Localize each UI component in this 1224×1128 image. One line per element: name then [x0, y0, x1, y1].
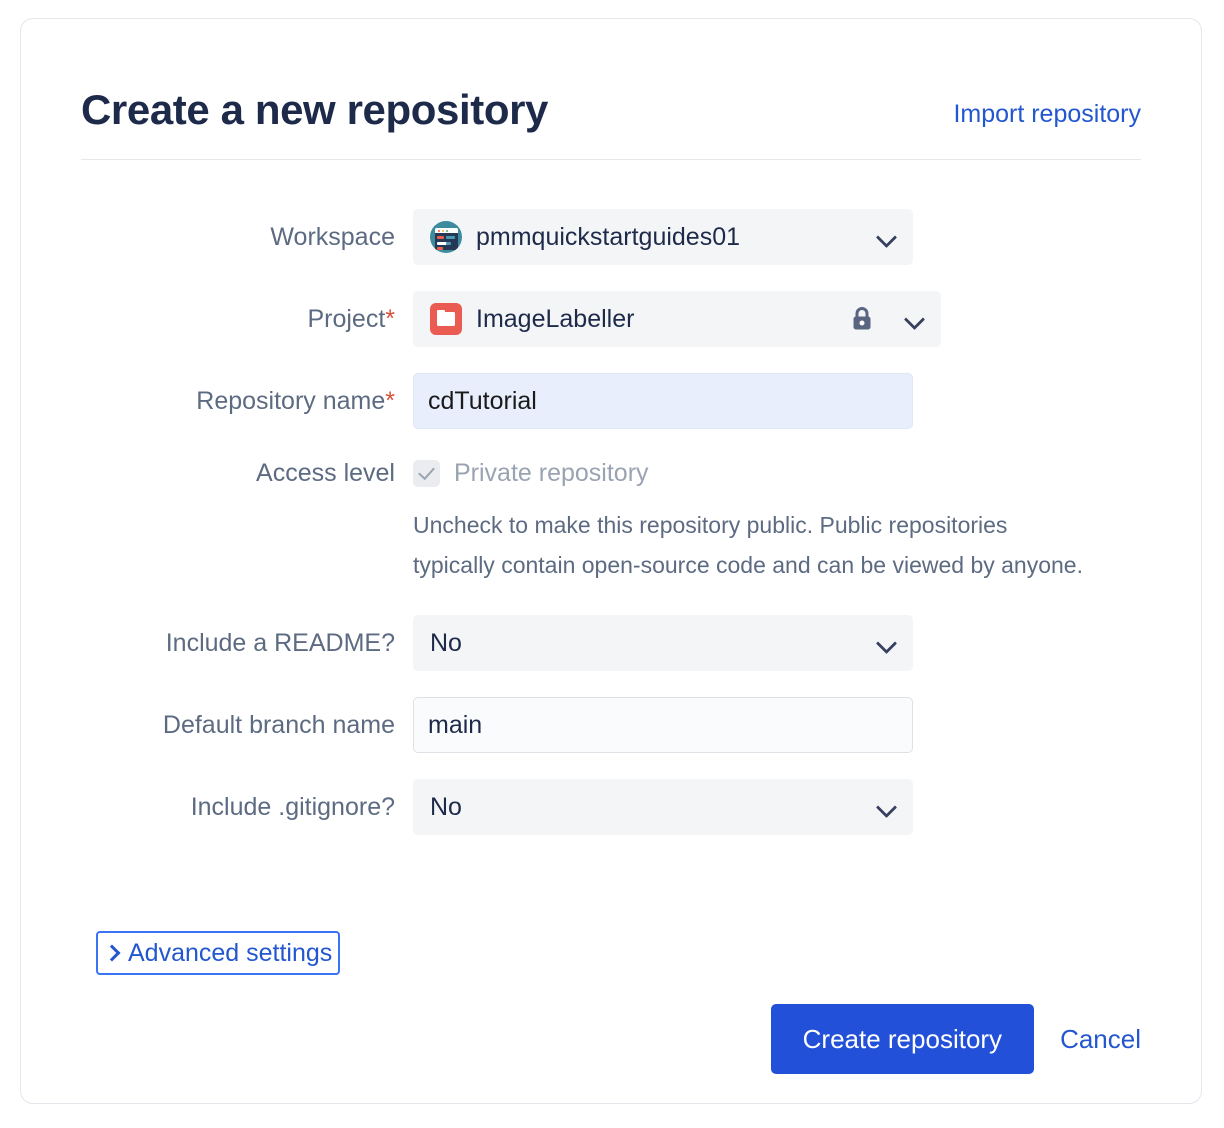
default-branch-name-input[interactable] — [413, 697, 913, 753]
import-repository-link[interactable]: Import repository — [953, 100, 1141, 128]
workspace-value: pmmquickstartguides01 — [476, 223, 741, 251]
repository-name-row: Repository name* — [21, 373, 1201, 429]
access-level-help-text: Uncheck to make this repository public. … — [413, 512, 1083, 578]
folder-icon — [430, 303, 462, 335]
default-branch-name-row: Default branch name — [21, 697, 1201, 753]
cancel-button[interactable]: Cancel — [1060, 1023, 1141, 1054]
repository-name-input[interactable] — [413, 373, 913, 429]
access-level-label: Access level — [256, 459, 395, 487]
project-row: Project* ImageLabeller — [21, 291, 1201, 347]
lock-icon — [848, 304, 876, 334]
include-readme-label: Include a README? — [165, 629, 395, 657]
project-label: Project* — [21, 291, 413, 335]
chevron-down-icon — [876, 632, 898, 654]
project-value: ImageLabeller — [476, 305, 635, 333]
create-repository-button[interactable]: Create repository — [770, 1004, 1035, 1074]
project-field: ImageLabeller — [413, 291, 1201, 347]
project-label-text: Project — [307, 305, 386, 333]
form-actions: Create repository Cancel — [770, 1004, 1141, 1074]
private-repository-label: Private repository — [454, 459, 649, 487]
private-repository-checkbox-row[interactable]: Private repository — [413, 455, 1201, 491]
advanced-settings-label: Advanced settings — [128, 939, 333, 967]
default-branch-name-label: Default branch name — [162, 711, 395, 739]
repository-name-label-text: Repository name — [196, 387, 386, 415]
workspace-avatar-icon — [430, 221, 462, 253]
workspace-label: Workspace — [270, 223, 395, 251]
project-required-marker: * — [385, 305, 395, 333]
chevron-right-icon — [103, 942, 121, 964]
chevron-down-icon — [904, 308, 926, 330]
default-branch-name-field — [413, 697, 1201, 753]
page-title: Create a new repository — [81, 86, 548, 133]
header-divider — [81, 159, 1141, 160]
access-level-row: Access level Private repository Uncheck … — [21, 455, 1201, 585]
access-level-field: Private repository Uncheck to make this … — [413, 455, 1201, 585]
chevron-down-icon — [876, 796, 898, 818]
repository-name-required-marker: * — [385, 387, 395, 415]
repository-name-field — [413, 373, 1201, 429]
workspace-field: pmmquickstartguides01 — [413, 209, 1201, 265]
include-readme-row: Include a README? No — [21, 615, 1201, 671]
repository-name-label: Repository name* — [21, 373, 413, 417]
include-gitignore-value: No — [430, 793, 462, 821]
include-gitignore-field: No — [413, 779, 1201, 835]
project-select[interactable]: ImageLabeller — [413, 291, 941, 347]
chevron-down-icon — [876, 226, 898, 248]
create-repository-card: Create a new repository Import repositor… — [20, 18, 1202, 1104]
advanced-settings-toggle[interactable]: Advanced settings — [96, 931, 341, 975]
workspace-row: Workspace — [21, 209, 1201, 265]
create-repository-form: Workspace — [21, 209, 1201, 835]
card-header: Create a new repository Import repositor… — [81, 81, 1141, 159]
include-readme-select[interactable]: No — [413, 615, 913, 671]
check-icon[interactable] — [413, 459, 440, 487]
include-gitignore-row: Include .gitignore? No — [21, 779, 1201, 835]
include-readme-value: No — [430, 629, 462, 657]
include-readme-field: No — [413, 615, 1201, 671]
include-gitignore-select[interactable]: No — [413, 779, 913, 835]
workspace-select[interactable]: pmmquickstartguides01 — [413, 209, 913, 265]
include-gitignore-label: Include .gitignore? — [190, 793, 395, 821]
